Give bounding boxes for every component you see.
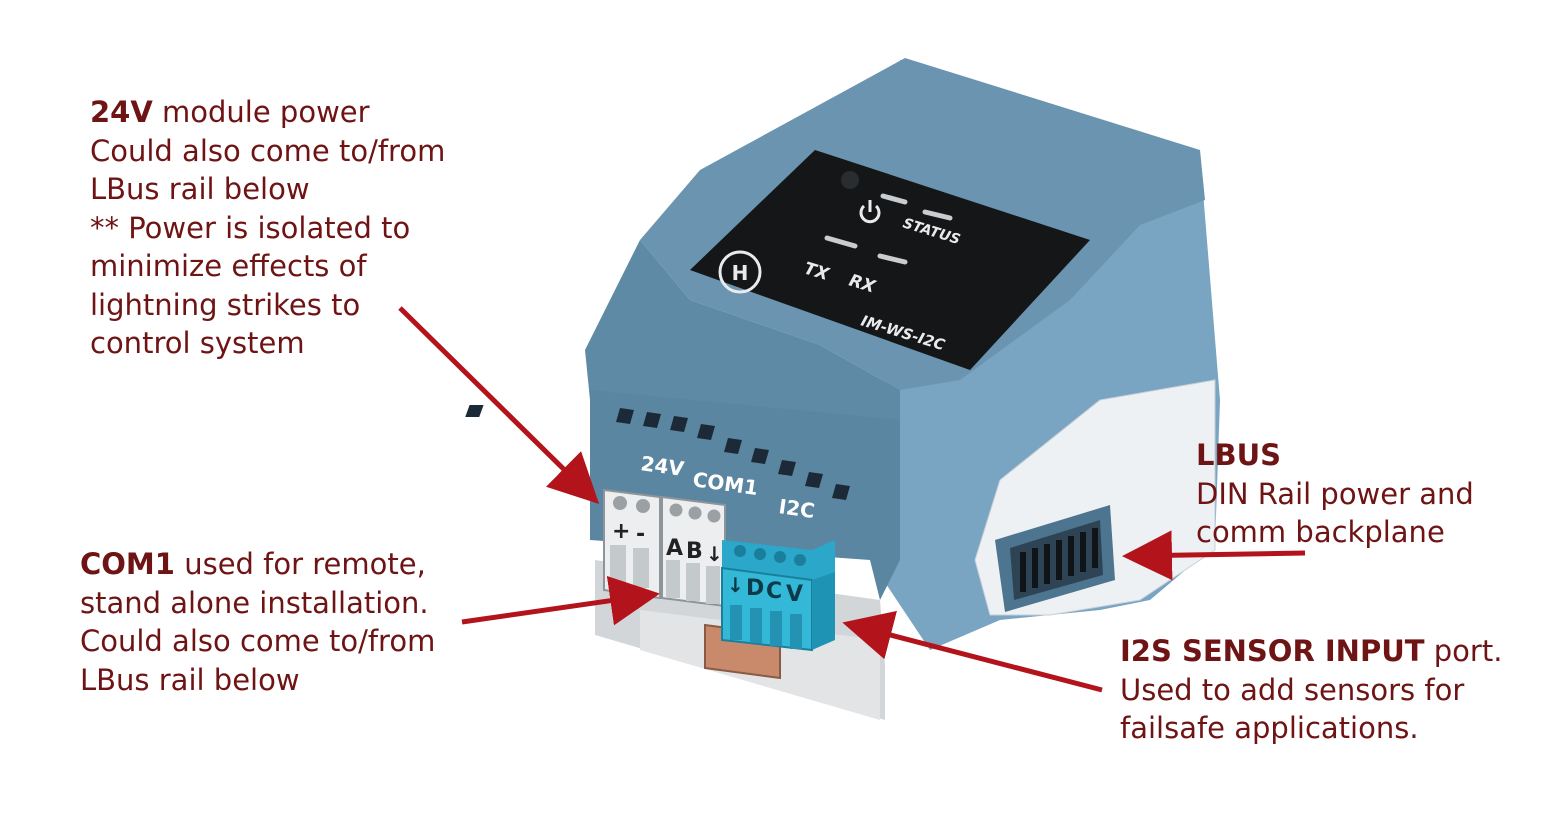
housing-front-upper (585, 240, 900, 420)
callout-i2s-line: failsafe applications. (1120, 711, 1419, 745)
arrow-24v (398, 306, 600, 505)
callout-com1: COM1 used for remote, stand alone instal… (80, 545, 435, 699)
arrow-com1 (461, 575, 660, 626)
pin-plus: + (612, 519, 630, 544)
pin-ground: ↓ (706, 542, 723, 566)
vent-slots (465, 405, 484, 417)
callout-lbus-line: DIN Rail power and (1196, 476, 1474, 511)
callout-com1-line: stand alone installation. (80, 585, 429, 620)
terminal-com1: A B ↓ (661, 495, 726, 608)
power-icon (859, 200, 881, 224)
pin-c: C (766, 579, 782, 604)
callout-i2s-title: I2S SENSOR INPUT (1120, 634, 1425, 668)
callout-com1-line: Could also come to/from (80, 624, 436, 658)
pin-v: V (786, 582, 803, 607)
callout-i2s-line1: port. (1424, 634, 1503, 668)
pin-b: B (686, 539, 703, 564)
pin-minus: - (636, 522, 645, 547)
callout-lbus-line: comm backplane (1196, 515, 1445, 549)
arrow-i2s (842, 610, 1103, 693)
callout-com1-line: LBus rail below (80, 662, 300, 697)
port-label-i2c: I2C (777, 494, 816, 523)
callout-i2s: I2S SENSOR INPUT port. Used to add senso… (1120, 632, 1502, 748)
callout-24v: 24V module power Could also come to/from… (90, 93, 445, 363)
callout-com1-title: COM1 (80, 547, 175, 581)
pin-a: A (666, 536, 683, 561)
pin-d: D (746, 576, 764, 601)
callout-24v-line: ** Power is isolated to (90, 210, 411, 245)
pin-i2c-ground: ↓ (727, 573, 744, 597)
terminal-i2c: ↓ D C V (721, 540, 835, 652)
status-leds (824, 193, 953, 265)
callout-24v-line: LBus rail below (90, 172, 310, 206)
callout-lbus-title: LBUS (1196, 438, 1282, 472)
callout-lbus: LBUS DIN Rail power and comm backplane (1196, 436, 1474, 552)
lbus-connector (995, 505, 1115, 612)
callout-com1-line1: used for remote, (174, 547, 426, 581)
terminal-24v: + - (603, 488, 661, 600)
arrow-lbus (1122, 530, 1306, 581)
callout-24v-line: minimize effects of (90, 249, 367, 283)
callout-24v-line: lightning strikes to (90, 287, 361, 322)
logo-icon: H (718, 250, 762, 294)
callout-24v-line1: module power (152, 95, 370, 129)
callout-24v-line: Could also come to/from (90, 133, 446, 168)
callout-i2s-line: Used to add sensors for (1120, 672, 1465, 707)
svg-text:H: H (732, 261, 749, 285)
callout-24v-line: control system (90, 326, 305, 360)
callout-24v-title: 24V (90, 95, 153, 129)
